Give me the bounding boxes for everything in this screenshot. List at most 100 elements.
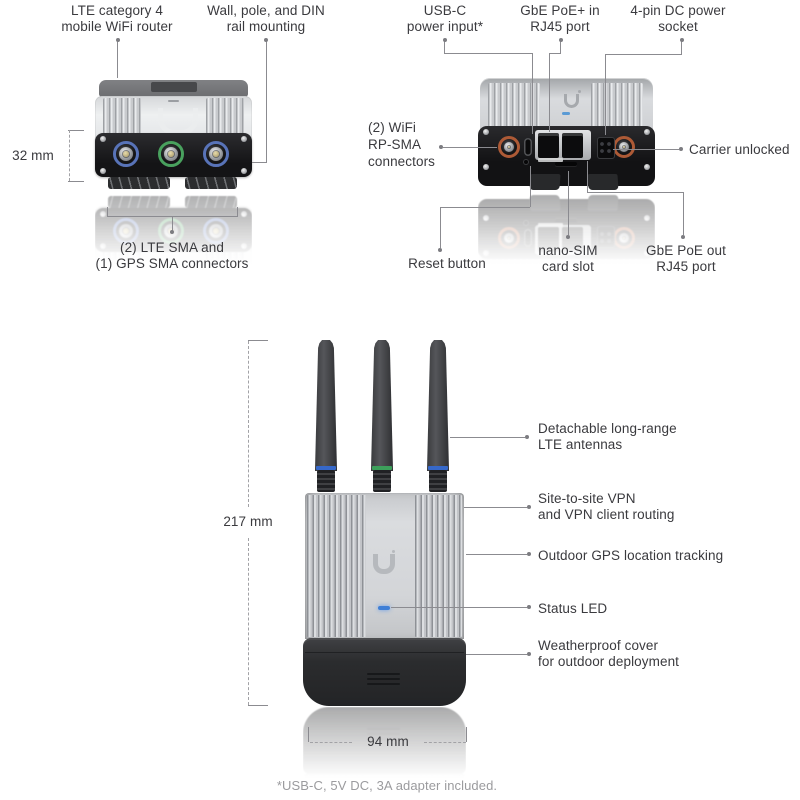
callout-label-poe-out: GbE PoE out RJ45 port bbox=[624, 243, 748, 274]
callout-label-poe-in: GbE PoE+ in RJ45 port bbox=[508, 3, 612, 34]
label-line: and VPN client routing bbox=[538, 506, 675, 522]
callout-label-mounting: Wall, pole, and DIN rail mounting bbox=[201, 3, 331, 34]
callout-dot bbox=[525, 435, 529, 439]
mounting-foot bbox=[529, 195, 561, 211]
wifi-rpsma-connector-left bbox=[498, 136, 520, 158]
lte-sma-connector-right bbox=[203, 141, 229, 167]
dimension-tick bbox=[466, 727, 467, 742]
label-line: connectors bbox=[368, 154, 436, 169]
screw bbox=[241, 136, 247, 142]
callout-line bbox=[466, 554, 527, 555]
antenna-band-blue bbox=[316, 466, 336, 470]
callout-line bbox=[443, 147, 497, 148]
callout-line bbox=[549, 53, 550, 132]
dimension-label-height-front: 32 mm bbox=[12, 148, 54, 163]
cover-vent bbox=[367, 678, 400, 680]
rear-device-graphic bbox=[478, 78, 655, 192]
mounting-foot bbox=[108, 177, 170, 189]
mount-recess bbox=[151, 293, 197, 303]
label-line: GbE PoE+ in bbox=[520, 3, 600, 18]
callout-dot bbox=[679, 147, 683, 151]
cover-vent bbox=[367, 728, 400, 730]
bracket-line bbox=[107, 207, 108, 217]
dimension-line bbox=[310, 742, 352, 743]
footnote: *USB-C, 5V DC, 3A adapter included. bbox=[276, 778, 498, 793]
cover-seam bbox=[305, 652, 464, 653]
callout-dot bbox=[527, 552, 531, 556]
callout-line bbox=[549, 53, 561, 54]
screw bbox=[483, 129, 489, 135]
heatsink-fins-left bbox=[307, 495, 366, 637]
weatherproof-cover bbox=[303, 638, 466, 706]
screw bbox=[483, 215, 489, 221]
label-line: nano-SIM bbox=[538, 243, 598, 258]
screw bbox=[241, 211, 247, 217]
callout-line bbox=[532, 53, 533, 134]
label-line: Site-to-site VPN bbox=[538, 491, 636, 506]
rj45-poe-out-port bbox=[562, 133, 583, 158]
callout-label-sma-connectors: (2) LTE SMA and (1) GPS SMA connectors bbox=[92, 240, 252, 271]
heatsink-fins-right bbox=[206, 98, 244, 134]
callout-line bbox=[117, 41, 118, 78]
callout-dot bbox=[264, 38, 268, 42]
callout-line bbox=[450, 437, 525, 438]
mount-cap bbox=[99, 288, 248, 305]
status-led bbox=[378, 606, 390, 610]
screw bbox=[644, 215, 650, 221]
dimension-line bbox=[69, 130, 70, 181]
sim-card-slot bbox=[555, 219, 577, 223]
antenna-body bbox=[315, 340, 337, 471]
top-dash-mark bbox=[168, 283, 179, 285]
wifi-rpsma-connector-left bbox=[498, 227, 520, 249]
callout-line bbox=[681, 41, 682, 55]
callout-dot bbox=[170, 230, 174, 234]
callout-line bbox=[440, 207, 441, 248]
callout-label-wifi-connectors: (2) WiFi RP-SMA connectors bbox=[368, 119, 448, 170]
mounting-foot bbox=[185, 196, 237, 208]
heatsink-fins-right bbox=[591, 83, 643, 128]
dimension-line bbox=[424, 742, 466, 743]
lte-sma-connector-left bbox=[113, 141, 139, 167]
callout-label-vpn: Site-to-site VPN and VPN client routing bbox=[538, 491, 703, 522]
label-line: (2) WiFi bbox=[368, 120, 417, 135]
label-line: (2) LTE SMA and bbox=[119, 240, 225, 255]
callout-dot bbox=[680, 38, 684, 42]
heatsink-fins-left bbox=[488, 83, 540, 128]
callout-line bbox=[444, 41, 445, 54]
sim-card-slot bbox=[555, 162, 577, 166]
gps-sma-connector bbox=[158, 141, 184, 167]
callout-dot bbox=[527, 605, 531, 609]
callout-label-cover: Weatherproof cover for outdoor deploymen… bbox=[538, 638, 713, 669]
ubiquiti-logo-icon bbox=[564, 90, 581, 108]
label-line: rail mounting bbox=[226, 18, 306, 34]
dimension-tick bbox=[248, 340, 268, 341]
callout-dot bbox=[443, 38, 447, 42]
callout-line bbox=[683, 192, 684, 235]
usb-c-port bbox=[524, 138, 532, 156]
reset-button bbox=[524, 160, 528, 164]
rj45-poe-in-port bbox=[538, 133, 559, 158]
ubiquiti-logo-icon bbox=[564, 277, 579, 291]
dimension-line bbox=[248, 538, 249, 705]
bracket-line bbox=[237, 207, 238, 217]
cover-vent bbox=[367, 683, 400, 685]
antenna-body bbox=[371, 340, 393, 471]
callout-dot bbox=[527, 505, 531, 509]
label-line: RJ45 port bbox=[530, 18, 590, 34]
heatsink-fins-left bbox=[103, 98, 141, 134]
handle-emboss bbox=[158, 108, 198, 135]
screw bbox=[100, 211, 106, 217]
callout-label-reset-button: Reset button bbox=[408, 256, 486, 271]
label-line: LTE antennas bbox=[538, 436, 623, 452]
label-line: Wall, pole, and DIN bbox=[207, 3, 325, 18]
label-line: LTE category 4 bbox=[71, 3, 163, 18]
label-line: RJ45 port bbox=[656, 258, 716, 274]
port-label-strip bbox=[538, 158, 563, 162]
callout-line bbox=[252, 162, 267, 163]
screw bbox=[241, 168, 247, 174]
callout-label-router-type: LTE category 4 mobile WiFi router bbox=[47, 3, 187, 34]
dimension-line bbox=[248, 341, 249, 507]
callout-label-status-led: Status LED bbox=[538, 601, 608, 616]
callout-line bbox=[440, 207, 530, 208]
rear-view-device bbox=[478, 78, 655, 307]
